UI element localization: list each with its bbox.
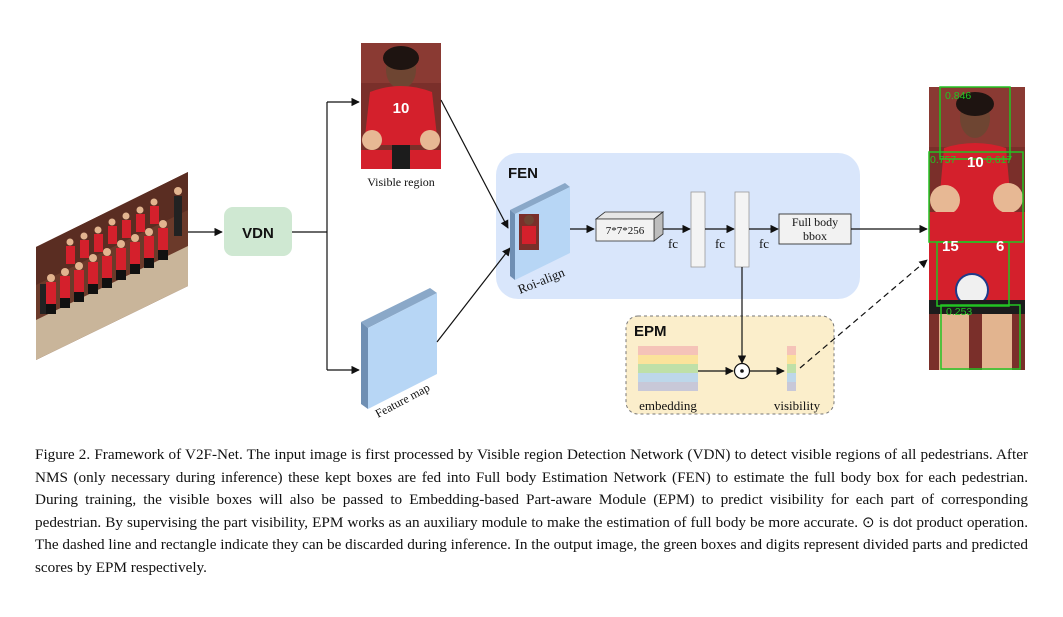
embedding-label: embedding (639, 398, 697, 413)
fc-label-2: fc (715, 236, 725, 251)
tensor-block: 7*7*256 (594, 211, 665, 242)
caption-text: Figure 2. Framework of V2F-Net. The inpu… (35, 446, 1028, 576)
output-digit-1: 10 (967, 154, 984, 171)
feature-map (361, 288, 437, 409)
bbox-label-line2: bbox (803, 229, 827, 243)
vdn-label: VDN (242, 225, 274, 242)
output-digit-2: 15 (942, 238, 959, 255)
jersey-number: 10 (393, 100, 410, 117)
epm-title: EPM (634, 323, 667, 340)
visible-region-label: Visible region (367, 175, 435, 189)
output-digit-3: 6 (996, 238, 1004, 255)
output-score-1: 0.846 (945, 90, 971, 102)
output-score-4: 0.253 (946, 306, 972, 318)
embedding-stack (638, 346, 698, 391)
fc-layer-2 (734, 191, 750, 268)
fc-layer-1 (690, 191, 706, 268)
output-image: 0.846 0.757 10 0.617 15 6 0.253 (928, 86, 1025, 370)
visible-region-image: 10 (361, 43, 441, 169)
dot-product-icon (733, 362, 751, 380)
framework-diagram: VDN 10 Visible region Feature map FEN (36, 43, 1025, 421)
full-body-bbox-box: Full body bbox (778, 213, 852, 245)
fc-label-1: fc (668, 236, 678, 251)
fen-title: FEN (508, 165, 538, 182)
tensor-label: 7*7*256 (606, 225, 645, 237)
bbox-label-line1: Full body (792, 215, 838, 229)
vdn-box: VDN (224, 207, 292, 256)
output-score-2: 0.757 (930, 154, 956, 166)
fc-label-3: fc (759, 236, 769, 251)
output-score-3: 0.617 (986, 154, 1012, 166)
fen-region: FEN (496, 153, 860, 299)
visibility-bar (787, 346, 796, 391)
roi-align-block (510, 183, 570, 280)
visibility-label: visibility (774, 398, 821, 413)
input-team-photo (36, 172, 188, 360)
figure-caption: Figure 2. Framework of V2F-Net. The inpu… (35, 444, 1028, 580)
